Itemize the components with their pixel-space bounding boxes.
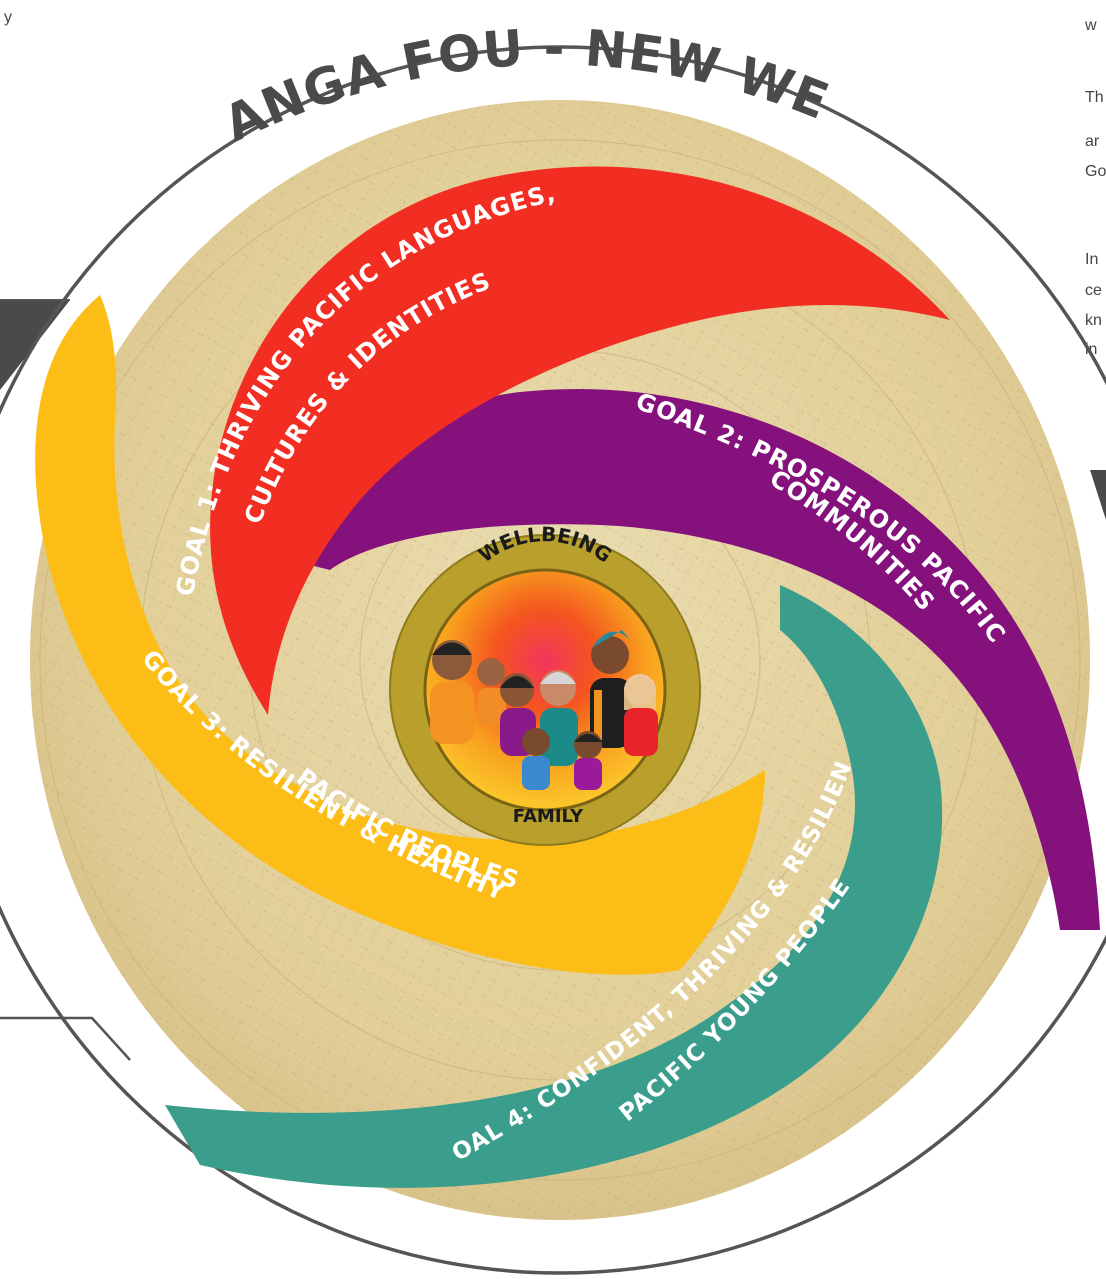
side-text-fragment: ce	[1085, 282, 1102, 299]
side-text-fragment: Go	[1085, 163, 1106, 180]
left-line-bottom	[0, 1016, 131, 1061]
side-text-fragment: In	[1085, 251, 1099, 268]
goal3-ribbon	[35, 295, 765, 975]
side-text-fragment: kn	[1085, 312, 1102, 329]
side-text-fragment: in	[1085, 341, 1098, 358]
outer-ring	[0, 45, 1106, 1275]
side-text-fragment: ar	[1085, 133, 1100, 150]
badge-bottom-label: FAMILY	[513, 806, 584, 827]
goal2-ribbon	[290, 388, 1100, 930]
goal1-ribbon	[210, 166, 951, 716]
side-text-fragment: w	[1085, 17, 1097, 34]
goal4-ribbon	[165, 585, 943, 1188]
right-dark-tab	[1090, 470, 1106, 520]
family-illustration	[430, 630, 658, 790]
left-text-fragment: y	[4, 9, 12, 26]
side-text-fragment: Th	[1085, 89, 1104, 106]
